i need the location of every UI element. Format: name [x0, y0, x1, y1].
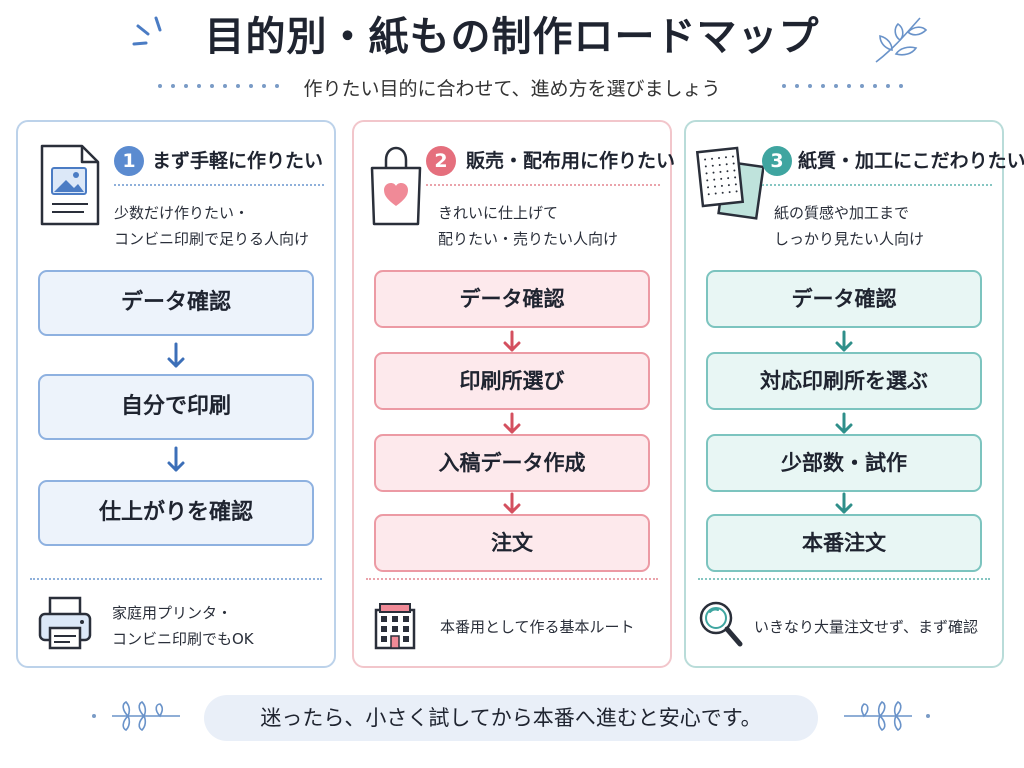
card-title: 販売・配布用に作りたい [466, 150, 676, 172]
shopping-bag-heart-icon [370, 146, 422, 226]
leaf-branch-icon [875, 17, 928, 63]
document-image-icon [40, 144, 100, 226]
step-box: 仕上がりを確認 [38, 480, 314, 546]
card-title: 紙質・加工にこだわりたい [798, 150, 1024, 172]
step-box: 印刷所選び [374, 352, 650, 410]
sparkle-icon [132, 16, 162, 46]
step-box: データ確認 [38, 270, 314, 336]
page-subtitle: 作りたい目的に合わせて、進め方を選びましょう [303, 78, 721, 100]
down-arrow-icon [167, 446, 185, 472]
leaf-branch-icon [112, 701, 180, 731]
down-arrow-icon [503, 412, 521, 434]
step-box: 自分で印刷 [38, 374, 314, 440]
step-box: 対応印刷所を選ぶ [706, 352, 982, 410]
route-card-3: 3 紙質・加工にこだわりたい 紙の質感や加工まで しっかり見たい人向け データ確… [684, 120, 1024, 668]
step-number-badge: 2 [426, 146, 456, 176]
step-box: データ確認 [374, 270, 650, 328]
card-description: 紙の質感や加工まで しっかり見たい人向け [774, 204, 925, 248]
card-description: きれいに仕上げて 配りたい・売りたい人向け [438, 204, 619, 248]
step-box: データ確認 [706, 270, 982, 328]
step-number-badge: 1 [114, 146, 144, 176]
down-arrow-icon [503, 492, 521, 514]
route-card-1: 1 まず手軽に作りたい 少数だけ作りたい・ コンビニ印刷で足りる人向け データ確… [16, 120, 336, 668]
down-arrow-icon [835, 492, 853, 514]
route-card-2: 2 販売・配布用に作りたい きれいに仕上げて 配りたい・売りたい人向け データ確… [352, 120, 676, 668]
paper-samples-icon [695, 146, 764, 220]
step-box: 注文 [374, 514, 650, 572]
card-note: 家庭用プリンタ・ コンビニ印刷でもOK [112, 604, 254, 648]
step-number-badge: 3 [762, 146, 792, 176]
step-box: 本番注文 [706, 514, 982, 572]
page-title: 目的別・紙もの制作ロードマップ [204, 14, 820, 60]
down-arrow-icon [167, 342, 185, 368]
step-box: 入稿データ作成 [374, 434, 650, 492]
down-arrow-icon [835, 412, 853, 434]
magnifier-icon [699, 601, 743, 647]
card-note: いきなり大量注文せず、まず確認 [754, 618, 978, 636]
print-shop-building-icon [374, 603, 416, 650]
printer-icon [38, 596, 92, 650]
down-arrow-icon [503, 330, 521, 352]
card-description: 少数だけ作りたい・ コンビニ印刷で足りる人向け [114, 204, 310, 248]
step-box: 少部数・試作 [706, 434, 982, 492]
card-note: 本番用として作る基本ルート [440, 618, 635, 636]
down-arrow-icon [835, 330, 853, 352]
card-title: まず手軽に作りたい [152, 150, 324, 172]
leaf-branch-icon [844, 701, 912, 731]
footer-tip: 迷ったら、小さく試してから本番へ進むと安心です。 [204, 695, 818, 741]
